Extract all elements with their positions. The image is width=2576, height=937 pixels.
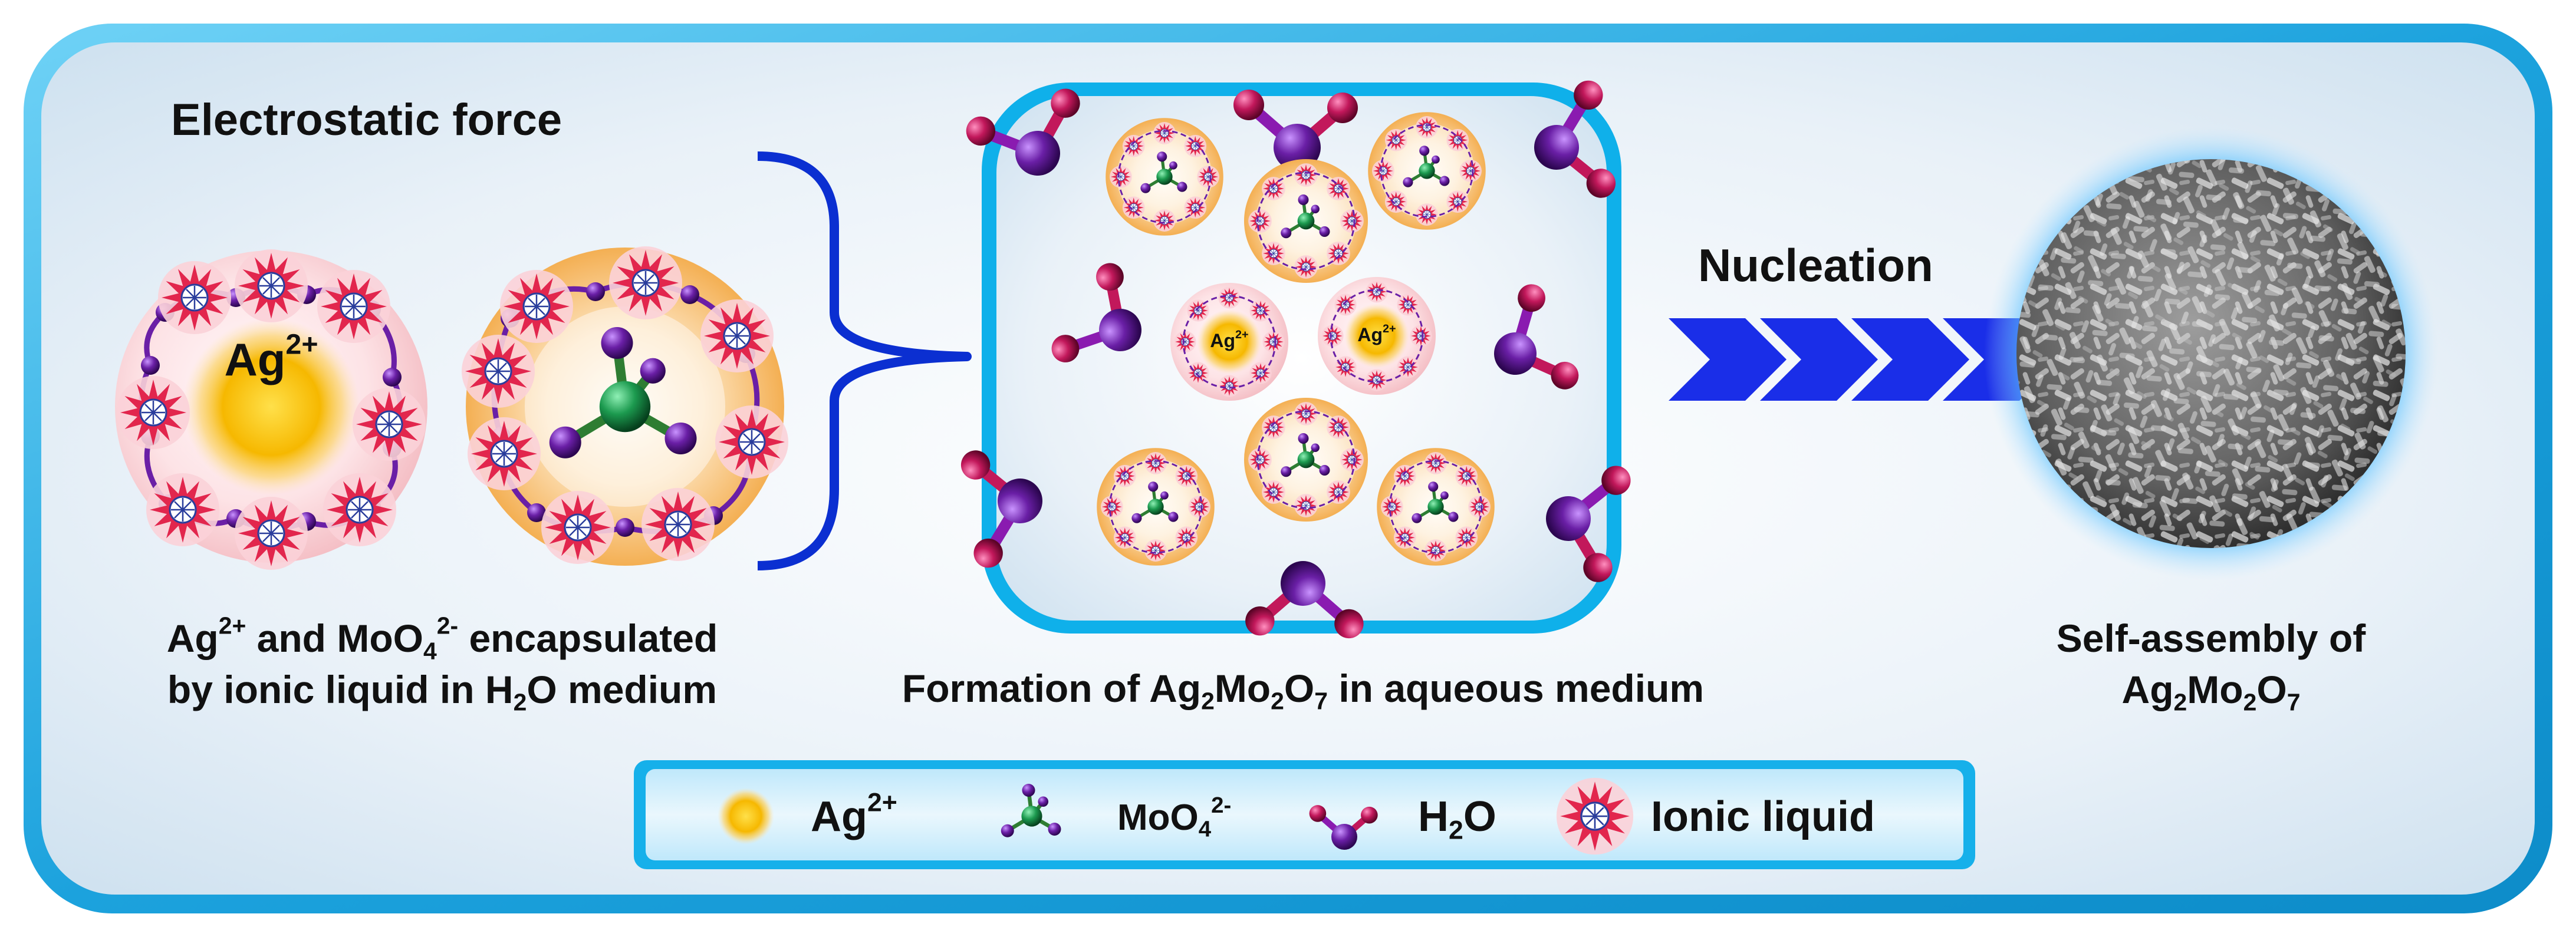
legend-moo4-label: MoO42- (1117, 793, 1232, 842)
legend-ionic-liquid-icon (1555, 777, 1634, 856)
caption-center: Formation of Ag2Mo2O7 in aqueous medium (902, 667, 1705, 715)
box-ag-label-2: Ag2+ (1357, 322, 1396, 345)
moo4-encapsulated-sphere (460, 245, 789, 566)
caption-left-line2: by ionic liquid in H2O medium (167, 668, 718, 716)
bracket (757, 151, 972, 570)
caption-right-line2: Ag2Mo2O7 (2121, 668, 2301, 716)
nucleation-label: Nucleation (1698, 239, 1933, 291)
caption-right: Self-assembly of Ag2Mo2O7 (2040, 613, 2382, 715)
legend-ionic-liquid-label: Ionic liquid (1651, 793, 1875, 840)
box-ag-label-1: Ag2+ (1210, 328, 1249, 351)
caption-left-line1: Ag2+ and MoO42- encapsulated (166, 612, 718, 665)
caption-left: Ag2+ and MoO42- encapsulated by ionic li… (94, 613, 790, 715)
ag-encapsulated-sphere (115, 248, 427, 571)
sem-image (1984, 127, 2438, 580)
legend-ag-icon (718, 788, 774, 844)
electrostatic-force-label: Electrostatic force (171, 95, 562, 145)
legend-h2o-label: H2O (1418, 793, 1496, 845)
caption-right-line1: Self-assembly of (2056, 616, 2366, 660)
legend-ag-label: Ag2+ (811, 788, 897, 840)
ag-ion-label: Ag2+ (224, 328, 318, 385)
legend (634, 760, 1975, 869)
